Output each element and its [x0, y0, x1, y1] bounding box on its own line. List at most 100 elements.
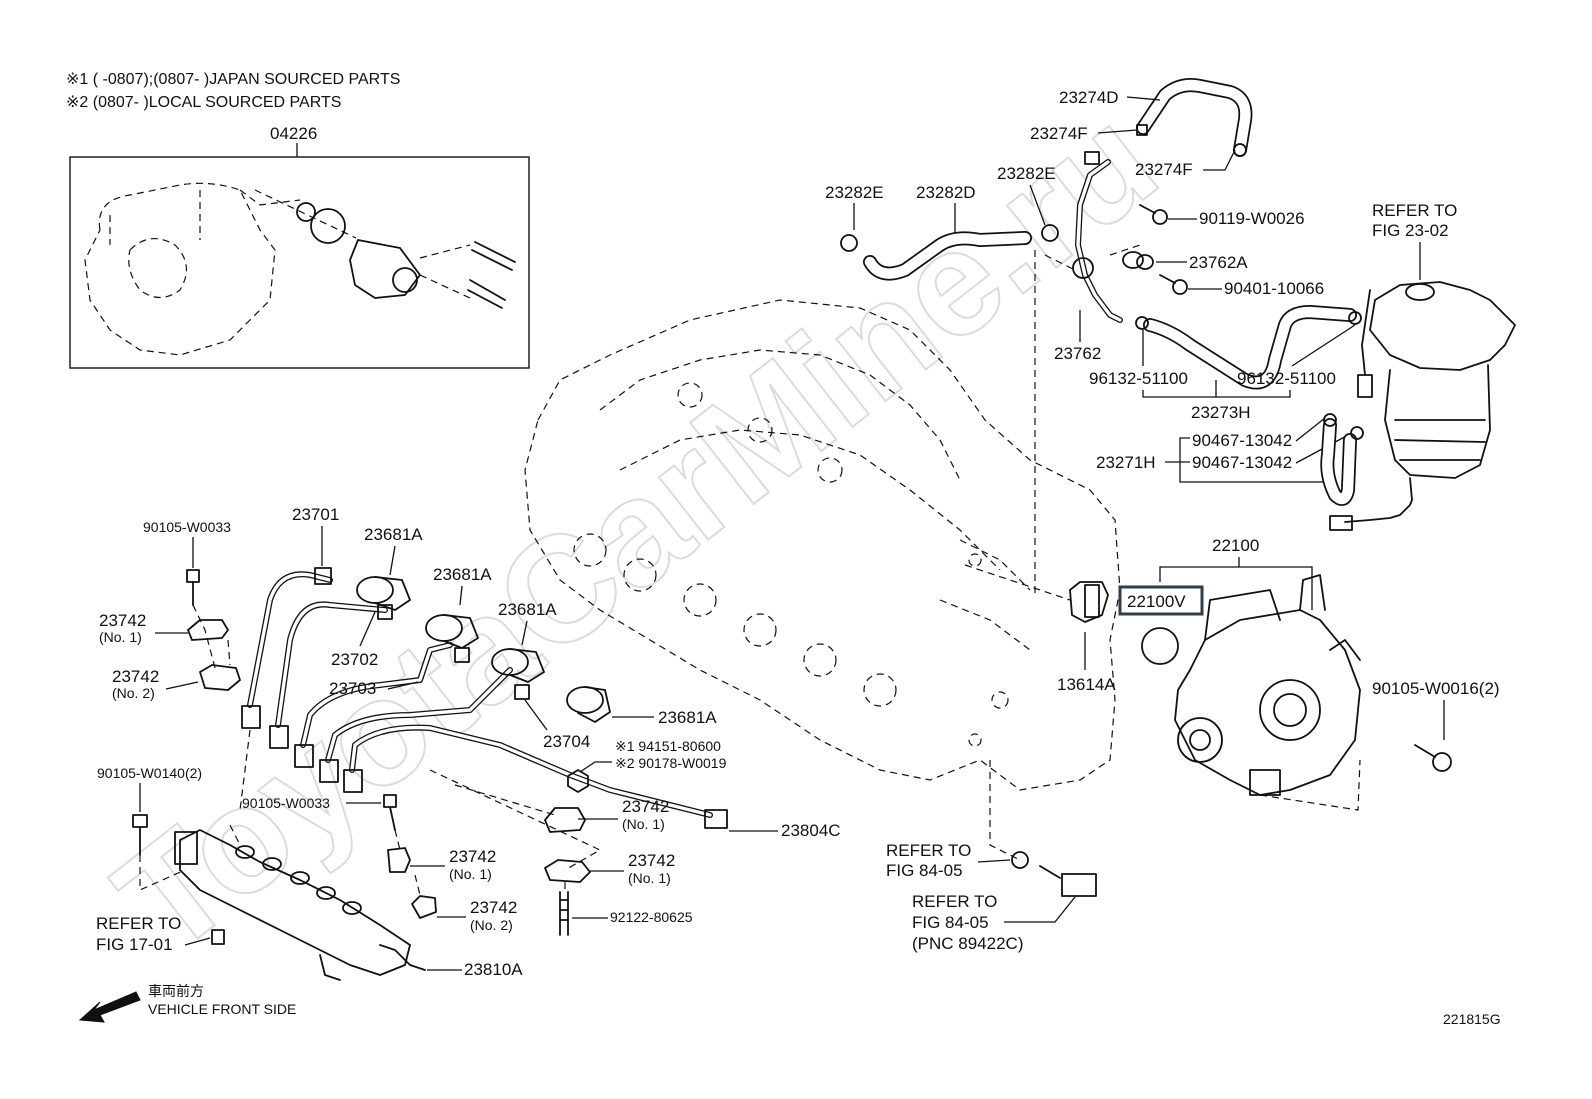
label-vehicle-front-jp: 車両前方 — [148, 983, 204, 999]
label-refer-to-84-05-a-1[interactable]: REFER TO — [886, 841, 971, 860]
label-vehicle-front-side: VEHICLE FRONT SIDE — [148, 1001, 296, 1017]
label-90105-W0140[interactable]: 90105-W0140(2) — [97, 765, 202, 781]
label-23742-no1-c-sub[interactable]: (No. 1) — [628, 870, 671, 886]
label-23742-no1-left[interactable]: 23742 — [99, 611, 146, 630]
clamp-23742-left-a — [387, 847, 411, 873]
pump-outline-kit — [84, 182, 301, 356]
label-90467-13042-top[interactable]: 90467-13042 — [1192, 431, 1292, 450]
hose-23273H — [1143, 305, 1357, 390]
gasket-refer-84-05 — [1011, 851, 1029, 869]
note-local-sourced: ※2 (0807- )LOCAL SOURCED PARTS — [66, 94, 341, 111]
label-refer-to-84-05-b-3[interactable]: (PNC 89422C) — [912, 934, 1024, 953]
stud-92122-80625 — [559, 891, 569, 936]
label-90178-W0019[interactable]: ※2 90178-W0019 — [615, 755, 727, 771]
pipe-23762 — [1072, 151, 1123, 323]
bolt-90119-W0026 — [1139, 204, 1168, 225]
label-23282E-left[interactable]: 23282E — [825, 183, 884, 202]
grommets-23681A — [356, 576, 611, 723]
scv-valve-kit — [296, 202, 516, 309]
fuel-temp-sensor — [1039, 865, 1097, 897]
clamp-23742-no1-a — [544, 807, 586, 833]
label-23742-no2-left-sub[interactable]: (No. 2) — [112, 685, 155, 701]
kit-box-04226 — [69, 156, 530, 369]
clamp-23282E-right — [1041, 224, 1059, 242]
label-90401-10066[interactable]: 90401-10066 — [1224, 279, 1324, 298]
label-13614A[interactable]: 13614A — [1057, 675, 1116, 694]
label-23762[interactable]: 23762 — [1054, 344, 1101, 363]
plug-refer-17-01 — [211, 929, 225, 945]
note-japan-sourced: ※1 ( -0807);(0807- )JAPAN SOURCED PARTS — [66, 71, 400, 88]
label-23742-no2-b-sub[interactable]: (No. 2) — [470, 917, 513, 933]
common-rail-23810A — [174, 829, 426, 981]
clamp-23742-no1-c — [544, 859, 591, 883]
label-23681A-2[interactable]: 23681A — [433, 565, 492, 584]
supply-pump-22100 — [1174, 574, 1361, 796]
label-23804C[interactable]: 23804C — [781, 821, 841, 840]
label-23742-no1-b[interactable]: 23742 — [449, 847, 496, 866]
hose-23271H — [1320, 413, 1364, 506]
label-23681A-3[interactable]: 23681A — [498, 600, 557, 619]
label-refer-to-84-05-b-1[interactable]: REFER TO — [912, 892, 997, 911]
label-22100[interactable]: 22100 — [1212, 536, 1259, 555]
label-90105-W0033-mid[interactable]: 90105-W0033 — [242, 795, 330, 811]
label-23701[interactable]: 23701 — [292, 505, 339, 524]
injection-pipes — [247, 571, 713, 818]
label-90119-W0026[interactable]: 90119-W0026 — [1199, 209, 1305, 228]
label-refer-to-23-02-b[interactable]: FIG 23-02 — [1372, 221, 1449, 240]
bolt-90105-W0033-mid — [383, 794, 397, 831]
label-22100V[interactable]: 22100V — [1127, 592, 1186, 611]
label-23742-no1-c[interactable]: 23742 — [628, 851, 675, 870]
nut-94151 — [567, 769, 589, 793]
label-refer-to-17-01-b[interactable]: FIG 17-01 — [96, 935, 173, 954]
fitting-23762A — [1122, 251, 1154, 270]
label-04226[interactable]: 04226 — [270, 124, 317, 143]
label-23742-no1-a-sub[interactable]: (No. 1) — [622, 816, 665, 832]
label-refer-to-84-05-a-2[interactable]: FIG 84-05 — [886, 861, 963, 880]
clamp-23274F — [1136, 124, 1247, 157]
vehicle-front-arrow-icon — [78, 991, 141, 1023]
label-94151-80600[interactable]: ※1 94151-80600 — [615, 738, 721, 754]
engine-block-outline — [524, 299, 1121, 791]
label-23703[interactable]: 23703 — [329, 679, 376, 698]
label-23274F-left[interactable]: 23274F — [1030, 124, 1088, 143]
label-refer-to-23-02-a[interactable]: REFER TO — [1372, 201, 1457, 220]
label-23742-no1-a[interactable]: 23742 — [622, 797, 669, 816]
label-23742-no2-b[interactable]: 23742 — [470, 898, 517, 917]
label-refer-to-17-01-a[interactable]: REFER TO — [96, 914, 181, 933]
bolt-90105-W0016 — [1414, 744, 1452, 772]
label-refer-to-84-05-b-2[interactable]: FIG 84-05 — [912, 913, 989, 932]
label-92122-80625[interactable]: 92122-80625 — [610, 909, 693, 925]
hose-23282D — [863, 231, 1032, 281]
label-23742-no1-left-sub[interactable]: (No. 1) — [99, 629, 142, 645]
label-23681A-1[interactable]: 23681A — [364, 525, 423, 544]
label-23704[interactable]: 23704 — [543, 732, 590, 751]
bolt-90105-W0033-top — [186, 569, 200, 606]
label-23273H[interactable]: 23273H — [1191, 403, 1251, 422]
pump-gear-13614A — [1069, 581, 1109, 623]
label-23742-no2-left[interactable]: 23742 — [112, 667, 159, 686]
bolt-90401-10066 — [1159, 274, 1188, 295]
o-ring-22100V — [1141, 627, 1179, 665]
fuel-filter-assembly — [1329, 281, 1516, 531]
label-23274F-right[interactable]: 23274F — [1135, 160, 1193, 179]
label-23282D[interactable]: 23282D — [916, 183, 976, 202]
bolt-90105-W0140 — [132, 814, 148, 856]
hose-23274D — [1136, 78, 1253, 157]
label-23681A-4[interactable]: 23681A — [658, 708, 717, 727]
label-23762A[interactable]: 23762A — [1189, 253, 1248, 272]
label-90105-W0016[interactable]: 90105-W0016(2) — [1372, 679, 1500, 698]
diagram-code: 221815G — [1443, 1011, 1501, 1027]
clamp-23742-no2-b — [411, 895, 437, 919]
clamp-23282E-left — [840, 234, 858, 252]
label-90467-13042-bottom[interactable]: 90467-13042 — [1192, 453, 1292, 472]
label-23271H[interactable]: 23271H — [1096, 453, 1156, 472]
label-23282E-right[interactable]: 23282E — [997, 164, 1056, 183]
label-96132-51100-right[interactable]: 96132-51100 — [1237, 369, 1336, 388]
label-23702[interactable]: 23702 — [331, 650, 378, 669]
label-23810A[interactable]: 23810A — [464, 960, 523, 979]
label-23742-no1-b-sub[interactable]: (No. 1) — [449, 866, 492, 882]
label-90105-W0033-top[interactable]: 90105-W0033 — [143, 519, 231, 535]
label-96132-51100-left[interactable]: 96132-51100 — [1089, 369, 1188, 388]
label-23274D[interactable]: 23274D — [1059, 88, 1119, 107]
